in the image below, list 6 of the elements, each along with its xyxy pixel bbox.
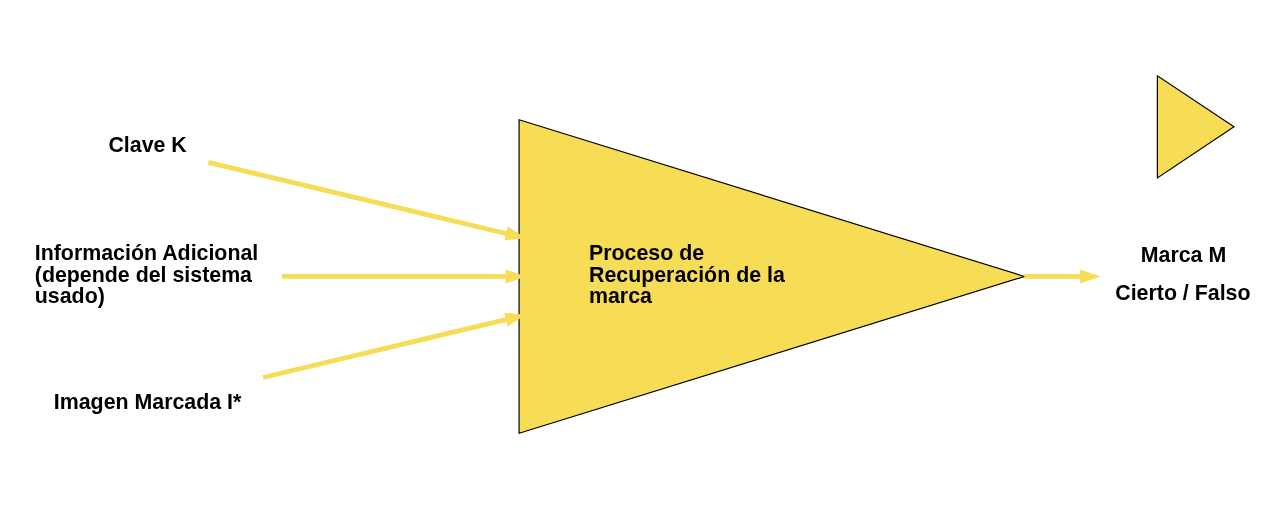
arrow — [1024, 269, 1101, 284]
node-text: Información Adicional (depende del sistema usado) — [34, 241, 259, 309]
node-text: Clave K — [108, 133, 187, 158]
node-triangle — [1156, 74, 1236, 179]
node-text: Marca M Cierto / Falso — [1115, 242, 1251, 305]
node-text: Imagen Marcada I* — [53, 389, 242, 414]
